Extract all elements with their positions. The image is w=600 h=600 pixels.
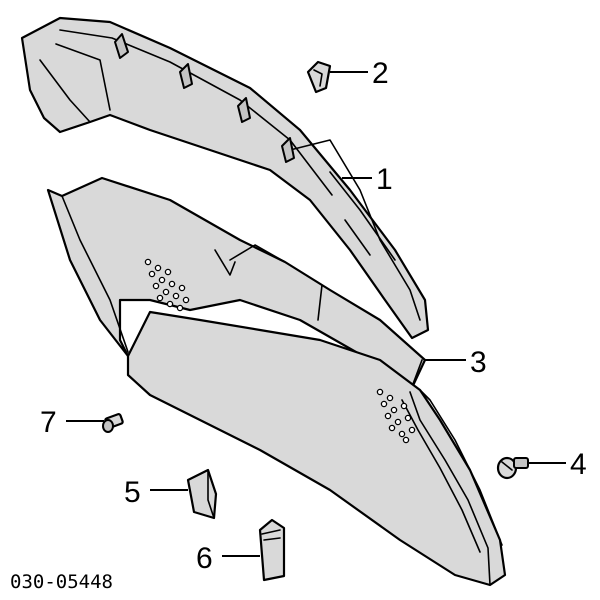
part-7-screw: [102, 413, 124, 433]
part-3-lower-panel: [126, 310, 507, 587]
speaker-grille-right: [376, 388, 416, 444]
part-4-push-clip: [496, 456, 529, 480]
part-1-upper-finisher: [20, 16, 430, 340]
callout-2: 2: [372, 57, 389, 90]
callout-5: 5: [124, 476, 141, 509]
callout-1: 1: [376, 163, 393, 196]
callout-7: 7: [40, 406, 57, 439]
callout-3: 3: [470, 346, 487, 379]
speaker-grille-left: [144, 258, 190, 312]
part-6-bracket: [258, 518, 286, 582]
callout-6: 6: [196, 542, 213, 575]
part-5-clip: [186, 468, 218, 520]
part-2-clip: [306, 60, 332, 94]
diagram-code: 030-05448: [10, 571, 113, 593]
callout-4: 4: [570, 448, 587, 481]
